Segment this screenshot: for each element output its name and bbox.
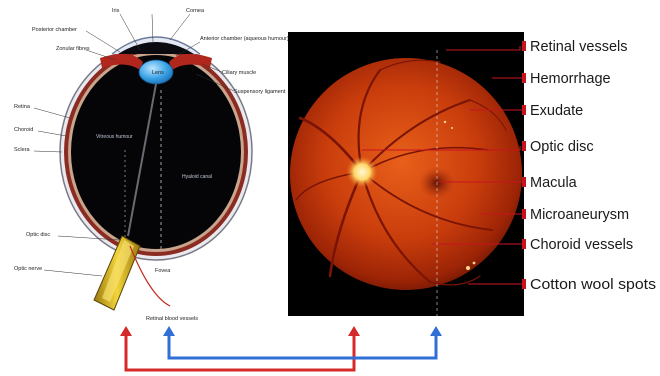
label-zonular-fibres: Zonular fibres [56, 46, 90, 52]
label-posterior-chamber: Posterior chamber [32, 27, 77, 33]
fundus-label-exudate: Exudate [530, 103, 583, 119]
fundus-photo [288, 32, 524, 316]
red-arrow-fundus [348, 326, 360, 336]
label-sclera: Sclera [14, 147, 31, 153]
label-choroid: Choroid [14, 127, 33, 133]
label-hyaloid-canal: Hyaloid canal [182, 174, 212, 180]
label-ciliary-muscle: Ciliary muscle [222, 70, 256, 76]
label-lens: Lens [152, 70, 164, 76]
label-vitreous-humour: Vitreous humour [96, 134, 133, 140]
fundus-label-retinal-vessels: Retinal vessels [530, 39, 628, 55]
fundus-label-optic-disc: Optic disc [530, 139, 594, 155]
label-optic-disc: Optic disc [26, 232, 50, 238]
label-suspensory-ligament: Suspensory ligament [234, 89, 286, 95]
label-fovea: Fovea [155, 268, 171, 274]
label-cornea: Cornea [186, 8, 205, 14]
fundus-label-cotton-wool-spots: Cotton wool spots [530, 277, 656, 293]
red-connector-line [126, 336, 354, 370]
label-retinal-blood-vessels: Retinal blood vessels [146, 316, 198, 322]
label-iris: Iris [112, 8, 120, 14]
fundus-label-list: Retinal vessels Hemorrhage Exudate Optic… [530, 39, 656, 293]
label-optic-nerve: Optic nerve [14, 266, 42, 272]
fundus-label-hemorrhage: Hemorrhage [530, 71, 611, 87]
fundus-label-choroid-vessels: Choroid vessels [530, 237, 633, 253]
connector-arrows [120, 326, 442, 336]
fundus-label-microaneurysm: Microaneurysm [530, 207, 629, 223]
blue-arrow-fundus [430, 326, 442, 336]
correspondence-connectors [126, 336, 436, 370]
blue-arrow-eye [163, 326, 175, 336]
optic-disc-spot [346, 156, 378, 188]
fundus-disc-image [290, 58, 522, 290]
blue-connector-line [169, 336, 436, 358]
red-arrow-eye [120, 326, 132, 336]
label-anterior-chamber: Anterior chamber (aqueous humour) [200, 36, 289, 42]
fundus-label-macula: Macula [530, 175, 578, 191]
label-retina: Retina [14, 104, 31, 110]
